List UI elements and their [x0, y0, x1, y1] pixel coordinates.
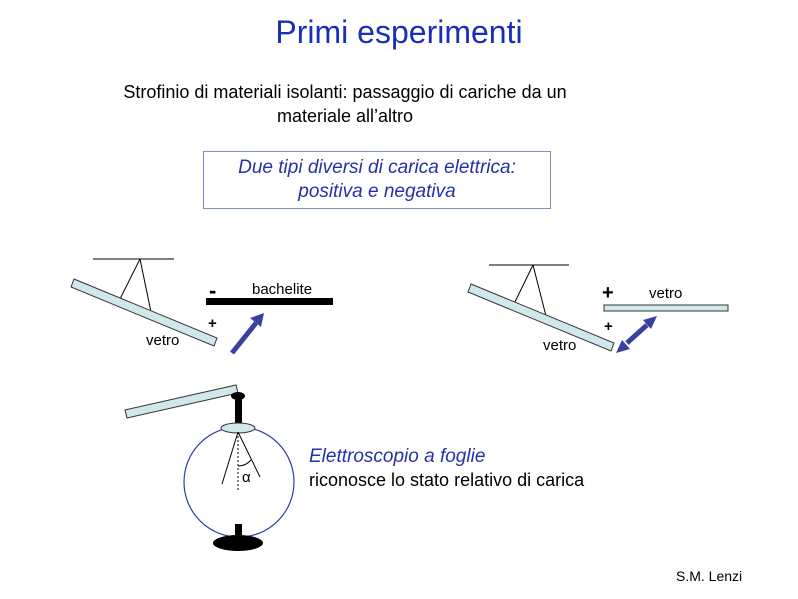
left-suspension — [93, 258, 174, 313]
electroscope-rod — [124, 384, 239, 419]
right-glass-bar — [603, 304, 729, 312]
subtitle-line-2: materiale all’altro — [276, 106, 414, 126]
bakelite-charge: - — [209, 278, 217, 303]
author-credit: S.M. Lenzi — [676, 568, 743, 584]
left-rub-arrow — [230, 313, 264, 355]
electroscope-jar — [183, 426, 295, 538]
right-glass-bar-label: vetro — [649, 285, 683, 302]
electroscope-leaves — [221, 431, 261, 492]
charge-types-box: Due tipi diversi di carica elettrica: po… — [203, 151, 551, 209]
bakelite-rod — [206, 298, 333, 305]
right-rub-arrow — [616, 316, 657, 353]
left-glass-charge: + — [208, 315, 217, 332]
right-glass-rod — [467, 283, 615, 352]
charge-types-line-1: Due tipi diversi di carica elettrica: — [238, 157, 516, 178]
slide-subtitle: Strofinio di materiali isolanti: passagg… — [40, 80, 650, 128]
charge-types-line-2: positiva e negativa — [298, 181, 456, 202]
bakelite-label: bachelite — [252, 281, 313, 298]
leaf-angle-label: α — [242, 469, 251, 486]
left-glass-rod — [70, 278, 218, 347]
electroscope-cap — [220, 422, 256, 434]
left-glass-label: vetro — [146, 332, 180, 349]
right-glass-rod-label: vetro — [543, 337, 577, 354]
electroscope-base — [213, 524, 263, 551]
electroscope-description: riconosce lo stato relativo di carica — [309, 470, 585, 490]
electroscope-title: Elettroscopio a foglie — [309, 446, 486, 467]
subtitle-line-1: Strofinio di materiali isolanti: passagg… — [123, 82, 567, 102]
right-suspension — [489, 264, 569, 317]
slide-title: Primi esperimenti — [275, 14, 523, 50]
right-glass-rod-charge: + — [604, 318, 613, 335]
electroscope-terminal — [231, 392, 245, 424]
right-glass-bar-charge: + — [602, 282, 614, 304]
